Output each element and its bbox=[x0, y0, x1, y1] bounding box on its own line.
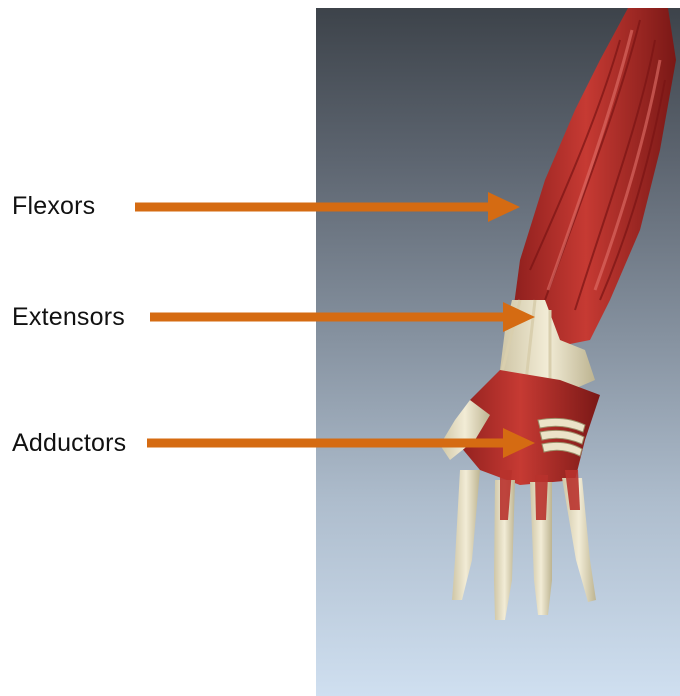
label-adductors: Adductors bbox=[12, 429, 126, 458]
flexors-arrow bbox=[135, 192, 520, 222]
label-flexors: Flexors bbox=[12, 192, 95, 221]
adductors-arrow bbox=[147, 428, 535, 458]
label-extensors: Extensors bbox=[12, 303, 125, 332]
extensors-arrow bbox=[150, 302, 535, 332]
